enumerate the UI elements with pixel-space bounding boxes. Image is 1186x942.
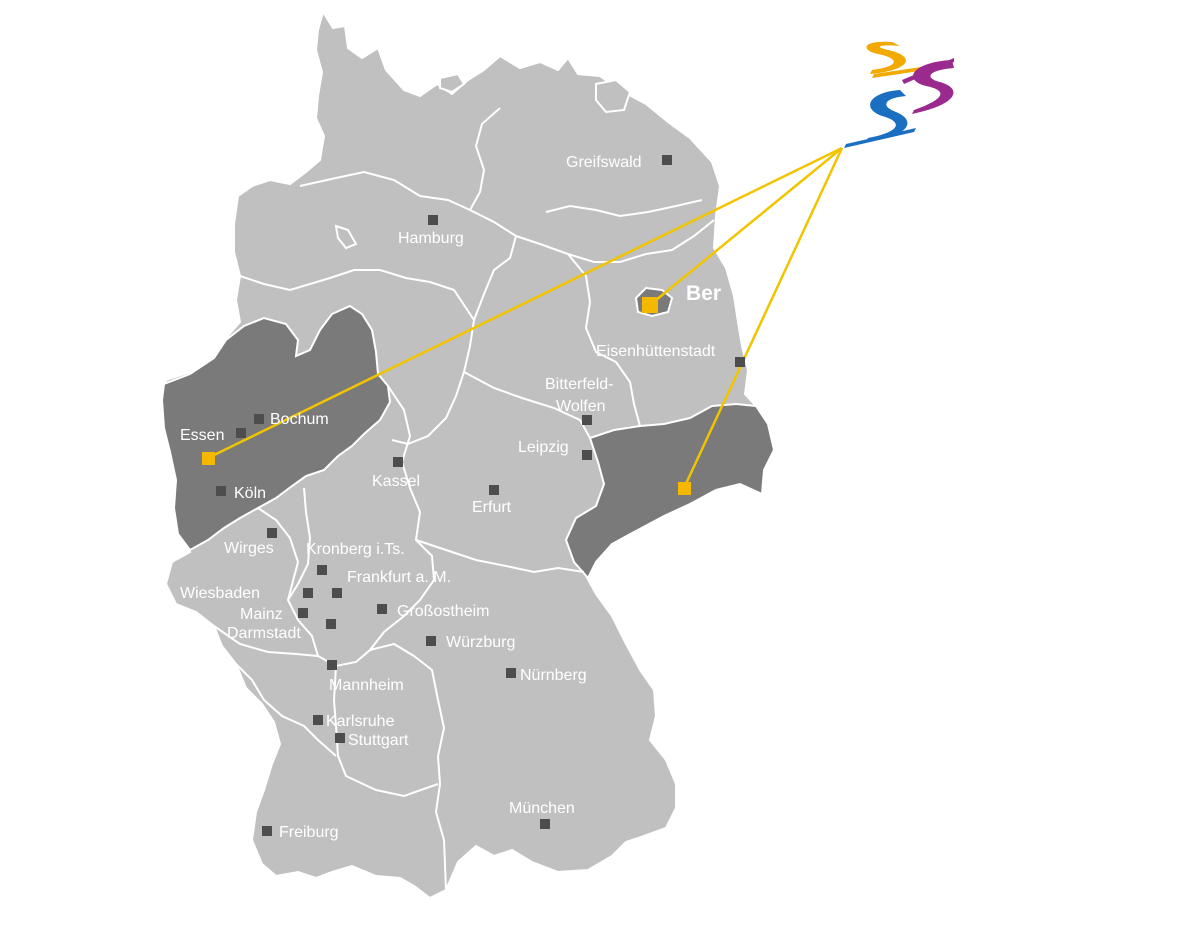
marker-bochum (254, 414, 264, 424)
marker-wuerzburg (426, 636, 436, 646)
marker-nuernberg (506, 668, 516, 678)
marker-greifswald (662, 155, 672, 165)
label-wirges: Wirges (224, 540, 274, 557)
label-muenchen: München (509, 800, 575, 817)
connector-line-berlin (649, 147, 843, 306)
label-kronberg: Kronberg i.Ts. (306, 541, 405, 558)
label-essen: Essen (180, 427, 224, 444)
marker-wirges (267, 528, 277, 538)
marker-essen (236, 428, 246, 438)
ruegen-island (595, 78, 632, 114)
hub-marker-nrw (202, 452, 215, 465)
marker-muenchen (540, 819, 550, 829)
label-bitterfeld-line1: Bitterfeld- (545, 376, 613, 393)
label-bochum: Bochum (270, 411, 329, 428)
label-wuerzburg: Würzburg (446, 634, 515, 651)
hub-marker-sachsen (678, 482, 691, 495)
marker-grossostheim (377, 604, 387, 614)
hub-markers (202, 297, 691, 495)
label-wiesbaden: Wiesbaden (180, 585, 260, 602)
label-mainz: Mainz (240, 606, 283, 623)
label-koeln: Köln (234, 485, 266, 502)
region-sachsen (564, 402, 776, 580)
label-darmstadt: Darmstadt (227, 625, 301, 642)
label-mannheim: Mannheim (329, 677, 404, 694)
marker-koeln (216, 486, 226, 496)
label-greifswald: Greifswald (566, 154, 642, 171)
connector-lines (207, 146, 844, 489)
label-grossostheim: Großostheim (397, 603, 489, 620)
label-karlsruhe: Karlsruhe (326, 713, 395, 730)
label-eisenhuettenstadt: Eisenhüttenstadt (596, 343, 716, 360)
marker-frankfurt (332, 588, 342, 598)
city-markers (216, 155, 745, 836)
connector-line-sachsen (682, 147, 844, 489)
label-kassel: Kassel (372, 473, 420, 490)
marker-wiesbaden (303, 588, 313, 598)
city-labels: Greifswald Hamburg Ber Eisenhüttenstadt … (180, 154, 721, 841)
marker-hamburg (428, 215, 438, 225)
marker-kronberg (317, 565, 327, 575)
marker-bitterfeld (582, 415, 592, 425)
connector-line-nrw (207, 146, 843, 460)
label-erfurt: Erfurt (472, 499, 512, 516)
label-freiburg: Freiburg (279, 824, 339, 841)
label-bitterfeld-line2: Wolfen (556, 398, 606, 415)
marker-kassel (393, 457, 403, 467)
marker-leipzig (582, 450, 592, 460)
marker-karlsruhe (313, 715, 323, 725)
marker-darmstadt (326, 619, 336, 629)
label-hamburg: Hamburg (398, 230, 464, 247)
label-nuernberg: Nürnberg (520, 667, 587, 684)
label-berlin: Ber (686, 282, 721, 305)
marker-eisenhuettenstadt (735, 357, 745, 367)
label-leipzig: Leipzig (518, 439, 569, 456)
state-borders (213, 107, 715, 891)
hub-marker-berlin (642, 297, 658, 313)
marker-stuttgart (335, 733, 345, 743)
marker-erfurt (489, 485, 499, 495)
label-stuttgart: Stuttgart (348, 732, 409, 749)
label-frankfurt: Frankfurt a. M. (347, 569, 451, 586)
marker-mannheim (327, 660, 337, 670)
marker-mainz (298, 608, 308, 618)
fehmarn-island (439, 72, 466, 94)
sss-swirl-logo-icon (844, 41, 954, 148)
marker-freiburg (262, 826, 272, 836)
